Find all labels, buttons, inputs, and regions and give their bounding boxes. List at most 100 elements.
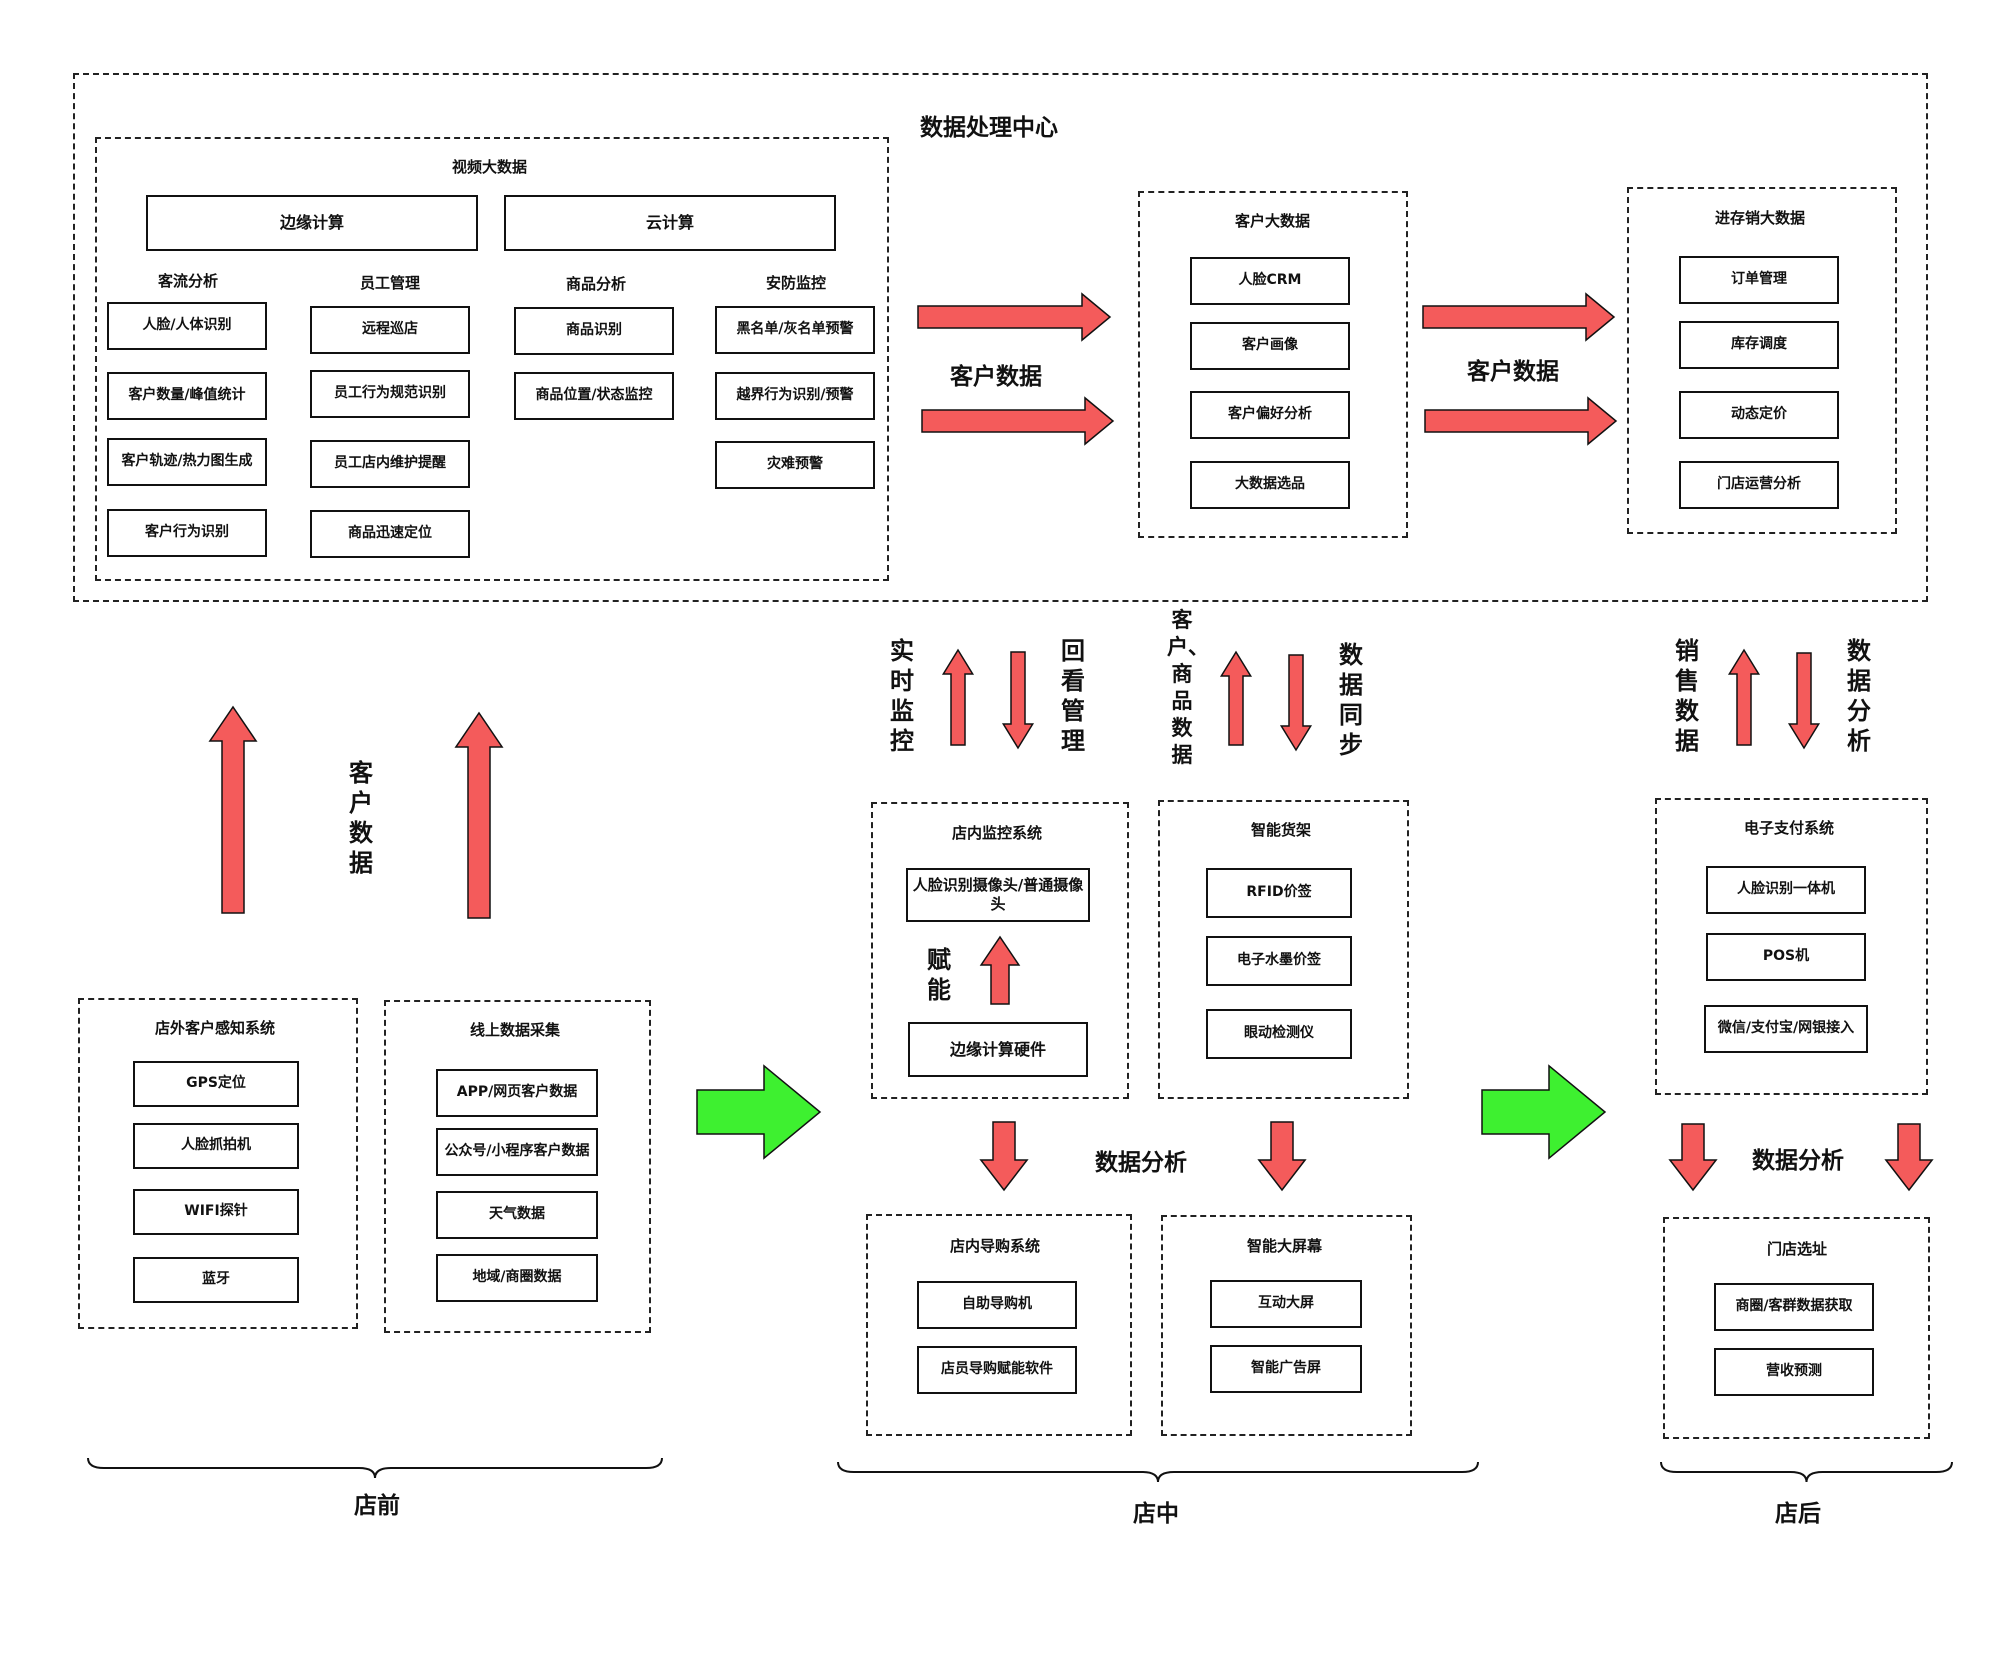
video-big-data-title: 视频大数据 <box>452 158 528 176</box>
e-ink-tag-box: 电子水墨价签 <box>1206 936 1352 986</box>
arrow-down-site-2 <box>1884 1123 1934 1192</box>
store-site-title: 门店选址 <box>1767 1240 1828 1258</box>
staff-management-title: 员工管理 <box>360 274 421 292</box>
data-center-title: 数据处理中心 <box>920 115 1058 141</box>
smart-ad-screen-box: 智能广告屏 <box>1210 1345 1362 1393</box>
face-pay-machine-box: 人脸识别一体机 <box>1706 866 1866 914</box>
app-web-data-box: APP/网页客户数据 <box>436 1069 598 1117</box>
edge-hardware-box: 边缘计算硬件 <box>908 1022 1088 1077</box>
arrow-down-data-sync <box>1279 654 1313 752</box>
customer-big-data-group <box>1138 191 1408 538</box>
data-analysis-label-2: 数据分析 <box>1752 1148 1844 1174</box>
inventory-big-data-group <box>1627 187 1897 534</box>
in-store-brace <box>837 1461 1479 1483</box>
disaster-alert-box: 灾难预警 <box>715 441 875 489</box>
inventory-dispatch-box: 库存调度 <box>1679 321 1839 369</box>
customer-portrait-box: 客户画像 <box>1190 322 1350 370</box>
in-store-guide-title: 店内导购系统 <box>950 1237 1041 1255</box>
e-payment-group <box>1655 798 1928 1095</box>
store-operation-box: 门店运营分析 <box>1679 461 1839 509</box>
remote-patrol-box: 远程巡店 <box>310 306 470 354</box>
outside-perception-group <box>78 998 358 1329</box>
goods-recognition-box: 商品识别 <box>514 307 674 355</box>
arrow-down-screen <box>1257 1121 1307 1192</box>
sales-data-label: 销售数据 <box>1675 637 1699 755</box>
blacklist-alert-box: 黑名单/灰名单预警 <box>715 306 875 354</box>
data-center-group <box>73 73 1928 602</box>
in-store-guide-group <box>866 1214 1132 1436</box>
customer-data-vertical-label: 客户数据 <box>349 759 373 877</box>
arrow-up-realtime <box>941 648 975 746</box>
customer-data-label-2: 客户数据 <box>1467 359 1559 385</box>
security-monitoring-title: 安防监控 <box>766 274 827 292</box>
arrow-down-site-1 <box>1668 1123 1718 1192</box>
wechat-miniprogram-box: 公众号/小程序客户数据 <box>436 1128 598 1176</box>
staff-behavior-box: 员工行为规范识别 <box>310 370 470 418</box>
order-management-box: 订单管理 <box>1679 256 1839 304</box>
edge-computing-box: 边缘计算 <box>146 195 478 251</box>
data-sync-label: 数据同步 <box>1339 641 1363 759</box>
arrow-up-pre-2 <box>454 711 504 919</box>
staff-guide-software-box: 店员导购赋能软件 <box>917 1346 1077 1394</box>
video-big-data-group <box>95 137 889 581</box>
face-snapshot-box: 人脸抓拍机 <box>133 1123 299 1169</box>
big-data-selection-box: 大数据选品 <box>1190 461 1350 509</box>
post-store-brace <box>1660 1461 1953 1483</box>
arrow-right-2 <box>921 396 1115 446</box>
arrow-down-analysis <box>1787 652 1821 750</box>
region-data-box: 地域/商圈数据 <box>436 1254 598 1302</box>
pre-store-brace <box>87 1457 663 1479</box>
smart-screen-title: 智能大屏幕 <box>1247 1237 1323 1255</box>
traffic-analysis-title: 客流分析 <box>158 272 219 290</box>
pre-store-label: 店前 <box>354 1493 400 1519</box>
rfid-tag-box: RFID价签 <box>1206 868 1352 918</box>
empower-label: 赋能 <box>927 946 951 1004</box>
weather-data-box: 天气数据 <box>436 1191 598 1239</box>
arrow-up-customer-goods <box>1219 650 1253 746</box>
in-store-label: 店中 <box>1133 1501 1179 1527</box>
data-analysis-vertical-label: 数据分析 <box>1847 637 1871 755</box>
wechat-alipay-box: 微信/支付宝/网银接入 <box>1704 1005 1868 1053</box>
arrow-right-3 <box>1422 292 1616 342</box>
smart-screen-group <box>1161 1215 1412 1436</box>
smart-shelf-title: 智能货架 <box>1251 821 1312 839</box>
goods-analysis-title: 商品分析 <box>566 275 627 293</box>
customer-count-box: 客户数量/峰值统计 <box>107 372 267 420</box>
realtime-monitoring-label: 实时监控 <box>890 637 914 755</box>
face-body-recognition-box: 人脸/人体识别 <box>107 302 267 350</box>
self-guide-machine-box: 自助导购机 <box>917 1281 1077 1329</box>
gps-box: GPS定位 <box>133 1061 299 1107</box>
arrow-down-playback <box>1001 651 1035 750</box>
customer-behavior-box: 客户行为识别 <box>107 509 267 557</box>
customer-preference-box: 客户偏好分析 <box>1190 391 1350 439</box>
inventory-big-data-title: 进存销大数据 <box>1715 209 1806 227</box>
customer-big-data-title: 客户大数据 <box>1235 212 1311 230</box>
arrow-up-pre-1 <box>208 705 258 914</box>
data-analysis-label-1: 数据分析 <box>1095 1150 1187 1176</box>
arrow-right-4 <box>1424 396 1618 446</box>
arrow-up-empower <box>979 935 1021 1005</box>
boundary-alert-box: 越界行为识别/预警 <box>715 372 875 420</box>
goods-locate-box: 商品迅速定位 <box>310 510 470 558</box>
bluetooth-box: 蓝牙 <box>133 1257 299 1303</box>
eye-tracker-box: 眼动检测仪 <box>1206 1009 1352 1059</box>
business-district-box: 商圈/客群数据获取 <box>1714 1283 1874 1331</box>
dynamic-pricing-box: 动态定价 <box>1679 391 1839 439</box>
smart-shelf-group <box>1158 800 1409 1099</box>
pos-machine-box: POS机 <box>1706 933 1866 981</box>
post-store-label: 店后 <box>1775 1501 1821 1527</box>
e-payment-title: 电子支付系统 <box>1744 819 1835 837</box>
playback-management-label: 回看管理 <box>1061 637 1085 755</box>
customer-track-heatmap-box: 客户轨迹/热力图生成 <box>107 438 267 486</box>
store-site-group <box>1663 1217 1930 1439</box>
wifi-probe-box: WIFI探针 <box>133 1189 299 1235</box>
face-crm-box: 人脸CRM <box>1190 257 1350 305</box>
arrow-down-guide <box>979 1121 1029 1192</box>
cloud-computing-box: 云计算 <box>504 195 836 251</box>
staff-maintenance-box: 员工店内维护提醒 <box>310 440 470 488</box>
in-store-monitor-group <box>871 802 1129 1099</box>
green-arrow-2 <box>1481 1064 1607 1160</box>
green-arrow-1 <box>696 1064 822 1160</box>
